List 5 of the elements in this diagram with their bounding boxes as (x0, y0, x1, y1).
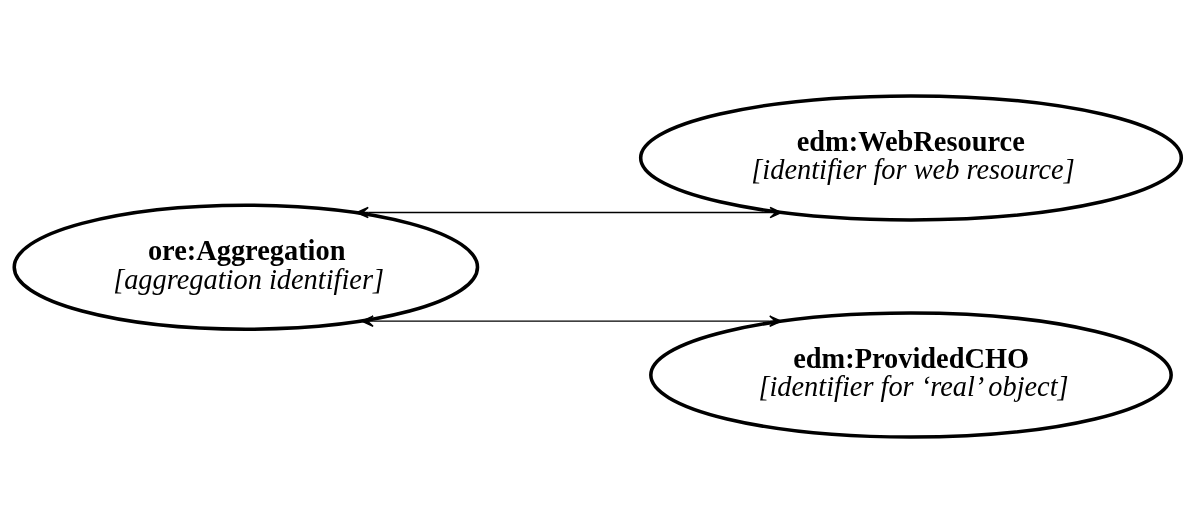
arrow (356, 206, 783, 218)
node-ellipse: edm:ProvidedCHO [identifier for ‘real’ object] (649, 310, 1173, 439)
arrow (361, 314, 782, 327)
node-ellipse: ore:Aggregation [aggregation identifier] (12, 202, 480, 331)
node-ellipse: edm:WebResource [identifier for web resource] (638, 93, 1184, 222)
